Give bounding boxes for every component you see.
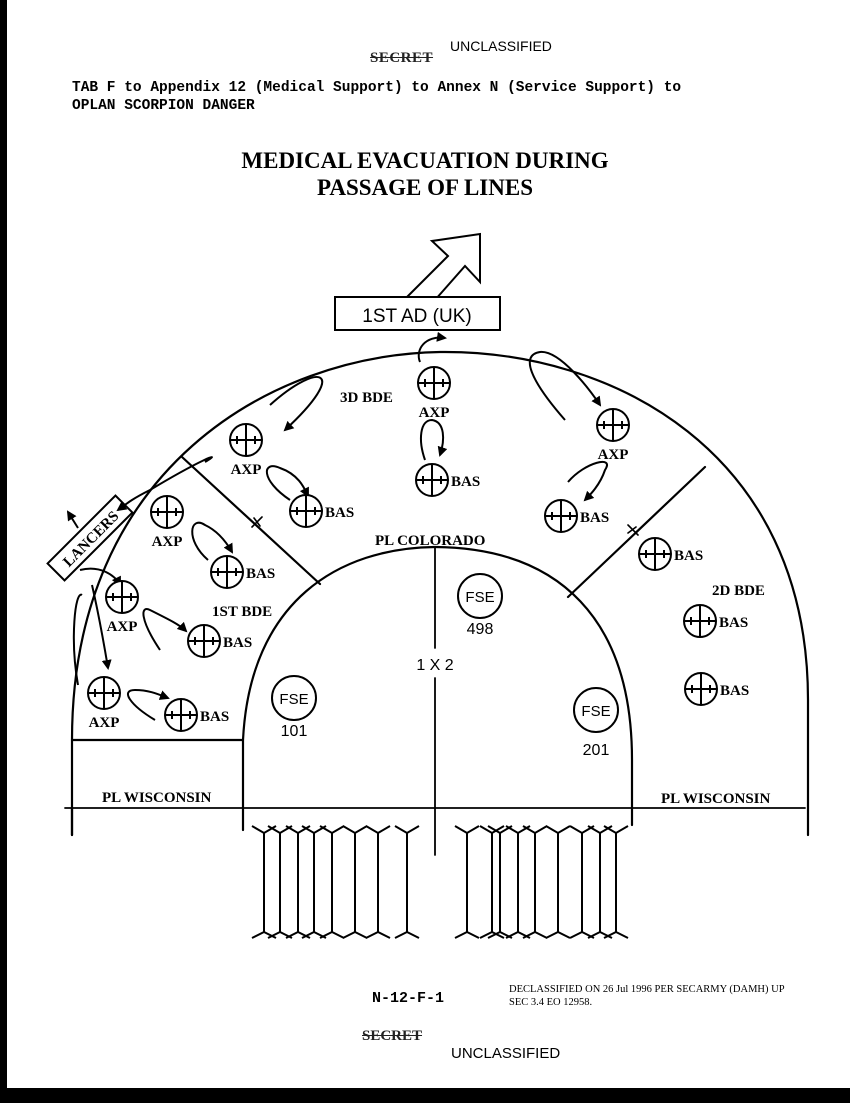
fse-101-icon (271, 675, 317, 721)
bas-medical-symbol-icon (684, 672, 718, 706)
passage-lane-marker (319, 825, 345, 939)
evac-arrow (142, 608, 188, 651)
classification-struck-top: SECRET (370, 50, 434, 66)
bas-medical-symbol-icon (164, 698, 198, 732)
axp-medical-symbol-icon (596, 408, 630, 442)
bas-label: BAS (246, 566, 275, 582)
header-reference-line-2: OPLAN SCORPION DANGER (72, 98, 255, 114)
bas-medical-symbol-icon (544, 499, 578, 533)
passage-lane-marker (505, 825, 531, 939)
passage-lane-marker (285, 825, 311, 939)
bas-label: BAS (325, 505, 354, 521)
axp-medical-symbol-icon (417, 366, 451, 400)
axp-medical-symbol-icon (150, 495, 184, 529)
evac-arrow (528, 350, 602, 421)
evac-arrow (419, 418, 448, 461)
bas-label: BAS (580, 510, 609, 526)
evac-arrow (269, 376, 324, 432)
unit-label-1st-ad: 1ST AD (UK) (362, 306, 471, 327)
passage-lane-marker (569, 825, 595, 939)
axp-medical-symbol-icon (229, 423, 263, 457)
axp-label: AXP (419, 405, 450, 421)
bas-label: BAS (719, 615, 748, 631)
passage-lane-marker (342, 825, 368, 939)
bas-medical-symbol-icon (187, 624, 221, 658)
boundary-3d-1st (180, 455, 322, 586)
passage-lane-marker (301, 825, 327, 939)
brigade-label-1st: 1ST BDE (212, 604, 272, 620)
fse-unit-number: 101 (281, 723, 308, 740)
evac-arrow (191, 521, 233, 561)
evac-arrow (127, 688, 170, 721)
fse-label: FSE (465, 589, 494, 606)
passage-lane-marker (522, 825, 548, 939)
phase-line-colorado: PL COLORADO (375, 533, 485, 549)
evac-arrow (116, 456, 213, 512)
passage-lane-marker (587, 825, 613, 939)
evac-arrow (91, 584, 112, 670)
fse-label: FSE (279, 691, 308, 708)
unit-box-1st-ad (334, 296, 501, 331)
fse-201-icon (573, 687, 619, 733)
header-reference-line-1: TAB F to Appendix 12 (Medical Support) t… (72, 80, 682, 96)
axp-medical-symbol-icon (87, 676, 121, 710)
axp-medical-symbol-icon (105, 580, 139, 614)
classification-struck-bottom: SECRET (362, 1028, 423, 1044)
lancers-label: LANCERS (60, 508, 122, 570)
axp-label: AXP (598, 447, 629, 463)
fse-unit-number: 201 (583, 742, 610, 759)
page-number: N-12-F-1 (372, 990, 445, 1007)
fse-label: FSE (581, 703, 610, 720)
bas-medical-symbol-icon (415, 463, 449, 497)
evac-arrow (417, 331, 447, 363)
brigade-label-2d: 2D BDE (712, 583, 765, 599)
document-title-line-2: PASSAGE OF LINES (317, 175, 533, 200)
bas-label: BAS (223, 635, 252, 651)
passage-lane-marker (394, 825, 420, 939)
evac-arrow (567, 461, 608, 502)
axp-label: AXP (231, 462, 262, 478)
phase-line-wisconsin-left: PL WISCONSIN (102, 790, 212, 806)
axp-label: AXP (89, 715, 120, 731)
boundary-3d-2d (566, 465, 707, 599)
bas-label: BAS (720, 683, 749, 699)
scan-bottom-band (0, 1088, 850, 1103)
fse-unit-number: 498 (467, 621, 494, 638)
axp-label: AXP (152, 534, 183, 550)
bas-label: BAS (200, 709, 229, 725)
declassification-line-2: SEC 3.4 EO 12958. (509, 997, 593, 1008)
scan-left-border (0, 0, 7, 1103)
evacuation-arrows (72, 331, 608, 721)
bas-medical-symbol-icon (638, 537, 672, 571)
passage-lane-marker (454, 825, 480, 939)
classification-marking-bottom: UNCLASSIFIED (451, 1045, 561, 1062)
declassification-line-1: DECLASSIFIED ON 26 Jul 1996 PER SECARMY … (509, 984, 785, 995)
bas-medical-symbol-icon (289, 494, 323, 528)
document-title-line-1: MEDICAL EVACUATION DURING (241, 148, 609, 173)
bas-medical-symbol-icon (210, 555, 244, 589)
fse-498-icon (457, 573, 503, 619)
bas-label: BAS (451, 474, 480, 490)
passage-lane-marker (365, 825, 391, 939)
passage-lane-marker (251, 825, 277, 939)
passage-lane-marker (267, 825, 293, 939)
bas-medical-symbol-icon (683, 604, 717, 638)
passage-lane-marker (603, 825, 629, 939)
declassification-notice: DECLASSIFIED ON 26 Jul 1996 PER SECARMY … (509, 983, 785, 1009)
classification-marking-top: UNCLASSIFIED (450, 38, 552, 54)
evac-arrow (72, 593, 83, 686)
brigade-label-3d: 3D BDE (340, 390, 393, 406)
passage-lane-marker (545, 825, 571, 939)
advance-arrow-icon (403, 232, 481, 301)
axp-label: AXP (107, 619, 138, 635)
center-unit-label: 1 X 2 (416, 657, 453, 674)
outer-boundary-arc (70, 350, 810, 837)
evac-arrow (265, 465, 309, 501)
passage-lane-marker (479, 825, 505, 939)
bas-label: BAS (674, 548, 703, 564)
phase-line-wisconsin-right: PL WISCONSIN (661, 791, 771, 807)
